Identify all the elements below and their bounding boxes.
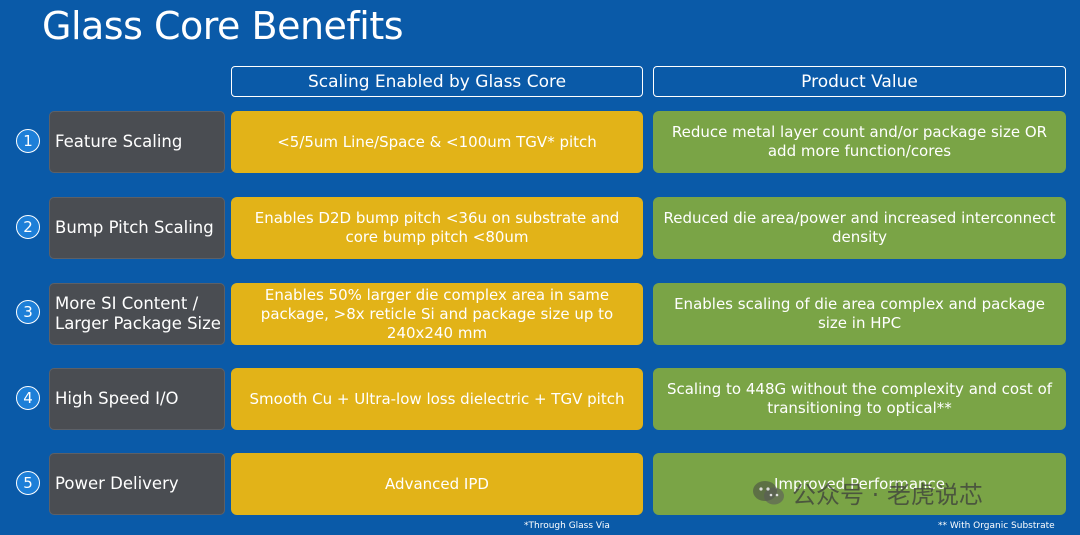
scaling-cell-1: <5/5um Line/Space & <100um TGV* pitch [231, 111, 643, 173]
value-cell-2: Reduced die area/power and increased int… [653, 197, 1066, 259]
slide-title: Glass Core Benefits [42, 4, 404, 48]
value-cell-4: Scaling to 448G without the complexity a… [653, 368, 1066, 430]
value-cell-5: Improved Performance [653, 453, 1066, 515]
scaling-cell-2: Enables D2D bump pitch <36u on substrate… [231, 197, 643, 259]
row-label-power-delivery: Power Delivery [49, 453, 225, 515]
row-label-more-si-content: More SI Content / Larger Package Size [49, 283, 225, 345]
value-cell-3: Enables scaling of die area complex and … [653, 283, 1066, 345]
row-number-3: 3 [16, 300, 40, 324]
row-number-4: 4 [16, 386, 40, 410]
scaling-cell-4: Smooth Cu + Ultra-low loss dielectric + … [231, 368, 643, 430]
scaling-cell-3: Enables 50% larger die complex area in s… [231, 283, 643, 345]
row-number-2: 2 [16, 215, 40, 239]
watermark: 公众号 · 老虎说芯 [752, 475, 983, 510]
column-header-scaling: Scaling Enabled by Glass Core [231, 66, 643, 97]
row-number-1: 1 [16, 129, 40, 153]
row-label-bump-pitch-scaling: Bump Pitch Scaling [49, 197, 225, 259]
footnote-tgv: *Through Glass Via [524, 521, 610, 531]
value-cell-1: Reduce metal layer count and/or package … [653, 111, 1066, 173]
footnote-organic-substrate: ** With Organic Substrate [938, 521, 1055, 531]
row-label-feature-scaling: Feature Scaling [49, 111, 225, 173]
wechat-icon [752, 479, 786, 507]
watermark-text: 公众号 · 老虎说芯 [792, 481, 983, 509]
column-header-product-value: Product Value [653, 66, 1066, 97]
row-label-high-speed-io: High Speed I/O [49, 368, 225, 430]
row-number-5: 5 [16, 471, 40, 495]
scaling-cell-5: Advanced IPD [231, 453, 643, 515]
